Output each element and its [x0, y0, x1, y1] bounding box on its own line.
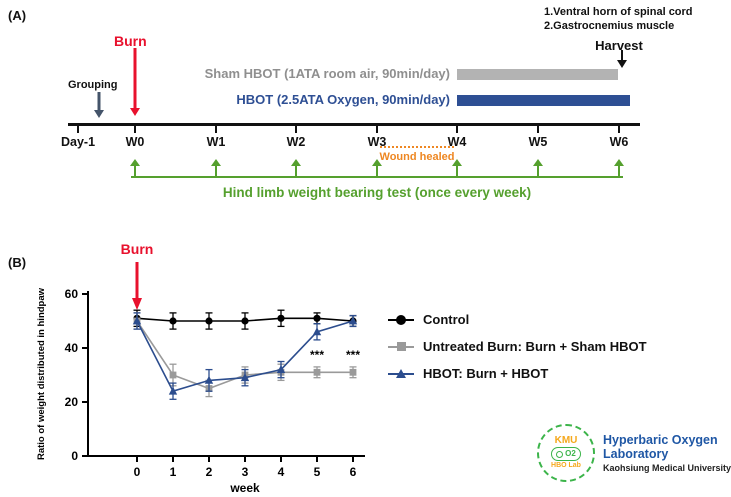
burn-arrow-icon	[129, 48, 141, 116]
timeline-tick	[215, 123, 217, 133]
x-tick-label: 1	[170, 465, 177, 479]
timeline-tick-label: Day-1	[60, 135, 96, 149]
timeline-tick-label: W6	[609, 135, 629, 149]
legend-label-control: Control	[423, 312, 470, 327]
marker-triangle	[348, 316, 358, 325]
weight-bearing-test-label: Hind limb weight bearing test (once ever…	[222, 185, 532, 200]
significance-stars: ***	[310, 348, 324, 362]
chamber-window-icon	[556, 450, 564, 458]
logo-kmu-text: KMU	[554, 435, 578, 446]
timeline-tick	[456, 123, 458, 133]
harvest-arrow-icon	[616, 50, 628, 68]
sham-hbot-bar	[457, 69, 618, 80]
harvest-label: Harvest	[595, 38, 643, 53]
timeline-axis	[68, 123, 640, 126]
x-tick-label: 0	[134, 465, 141, 479]
marker-circle	[205, 317, 213, 325]
panel-a-label: (A)	[8, 8, 27, 23]
timeline-tick	[376, 123, 378, 133]
legend-label-hbot: HBOT: Burn + HBOT	[423, 366, 549, 381]
x-axis-label: week	[229, 481, 260, 495]
timeline-tick	[295, 123, 297, 133]
marker-triangle	[276, 365, 286, 373]
hbot-label: HBOT (2.5ATA Oxygen, 90min/day)	[236, 92, 450, 107]
y-tick-label: 60	[65, 287, 79, 301]
marker-triangle	[132, 316, 142, 325]
grouping-label: Grouping	[68, 79, 118, 91]
timeline-tick-label: W4	[447, 135, 467, 149]
marker-circle	[313, 314, 321, 322]
grouping-arrow-icon	[93, 92, 105, 118]
marker-square	[313, 368, 321, 376]
logo-hbolab-text: HBO Lab	[551, 462, 581, 469]
marker-triangle	[204, 375, 214, 384]
timeline-tick	[537, 123, 539, 133]
marker-circle	[277, 314, 285, 322]
y-tick-label: 0	[71, 449, 78, 463]
x-tick-label: 6	[350, 465, 357, 479]
timeline-tick	[134, 123, 136, 133]
timeline-tick-label: W3	[367, 135, 387, 149]
panel-b-label: (B)	[8, 255, 27, 270]
hbot-bar	[457, 95, 630, 106]
legend-marker-triangle-icon	[388, 368, 414, 380]
logo-circle: KMU O2 HBO Lab	[537, 424, 595, 482]
wound-healed-label: Wound healed	[379, 151, 455, 163]
marker-circle	[241, 317, 249, 325]
significance-stars: ***	[346, 348, 360, 362]
legend-marker-square-icon	[388, 341, 414, 353]
y-axis-label: Ratio of weight distributed in hindpaw	[36, 287, 47, 460]
burn-label-a: Burn	[114, 33, 147, 49]
x-tick-label: 3	[242, 465, 249, 479]
timeline-tick	[77, 123, 79, 133]
kmu-hbo-logo: KMU O2 HBO Lab Hyperbaric Oxygen Laborat…	[537, 424, 731, 482]
legend-marker-circle-icon	[388, 314, 414, 326]
weekly-test-line	[131, 176, 623, 179]
hyperbaric-chamber-icon: O2	[550, 447, 581, 461]
y-tick-label: 20	[65, 395, 79, 409]
timeline-tick-label: W0	[125, 135, 145, 149]
marker-circle	[169, 317, 177, 325]
logo-title-line2: Laboratory	[602, 447, 669, 461]
burn-arrow-head-icon	[132, 298, 142, 310]
timeline-tick-label: W5	[528, 135, 548, 149]
marker-square	[349, 368, 357, 376]
harvest-note-line1: 1.Ventral horn of spinal cord	[544, 6, 693, 18]
x-tick-label: 4	[278, 465, 285, 479]
marker-square	[169, 371, 177, 379]
timeline-tick	[618, 123, 620, 133]
logo-o2-text: O2	[565, 449, 576, 458]
marker-triangle	[312, 327, 322, 336]
chart-legend: Control Untreated Burn: Burn + Sham HBOT…	[388, 312, 647, 393]
marker-triangle	[240, 373, 250, 382]
harvest-note: 1.Ventral horn of spinal cord 2.Gastrocn…	[544, 5, 693, 33]
logo-title-line1: Hyperbaric Oxygen	[602, 432, 718, 447]
timeline-tick-label: W1	[206, 135, 226, 149]
legend-item-hbot: HBOT: Burn + HBOT	[388, 366, 647, 381]
wound-healed-dotted-line	[380, 146, 454, 148]
timeline-tick-label: W2	[286, 135, 306, 149]
harvest-note-line2: 2.Gastrocnemius muscle	[544, 20, 675, 32]
burn-label-b: Burn	[121, 241, 154, 257]
x-tick-label: 5	[314, 465, 321, 479]
weight-bearing-chart: 0 20 40 60 0 1 2 3 4 5 6 week Ratio of weight distri…	[36, 241, 365, 495]
logo-text-block: Hyperbaric Oxygen Laboratory Kaohsiung M…	[603, 433, 731, 474]
logo-university: Kaohsiung Medical University	[602, 463, 731, 474]
marker-triangle	[168, 386, 178, 395]
x-tick-label: 2	[206, 465, 213, 479]
legend-item-untreated-burn: Untreated Burn: Burn + Sham HBOT	[388, 339, 647, 354]
y-tick-label: 40	[65, 341, 79, 355]
legend-label-untreated-burn: Untreated Burn: Burn + Sham HBOT	[423, 339, 647, 354]
legend-item-control: Control	[388, 312, 647, 327]
sham-hbot-label: Sham HBOT (1ATA room air, 90min/day)	[204, 66, 450, 81]
